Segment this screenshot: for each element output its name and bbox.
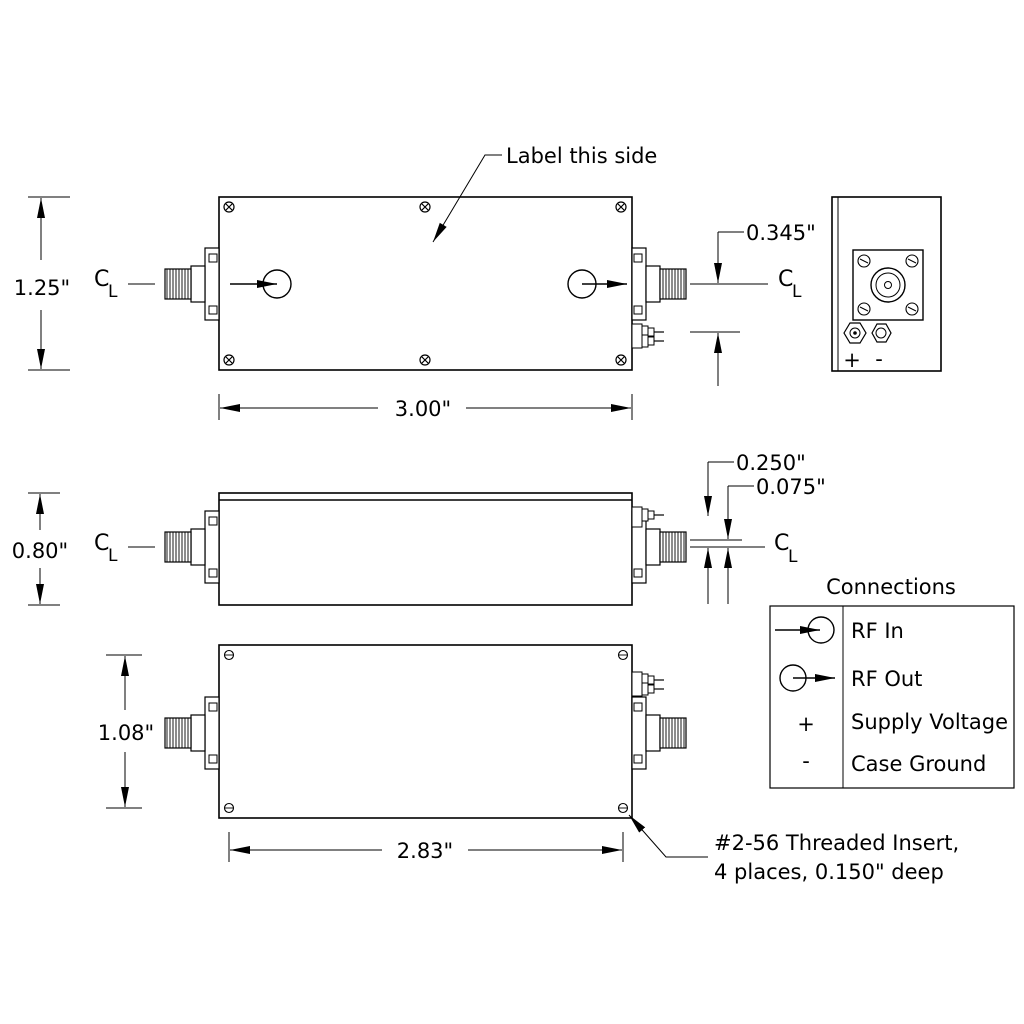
end-view-plus: + xyxy=(843,348,861,372)
dim-connector-offset: 0.345" xyxy=(746,221,816,245)
legend-row-label: Supply Voltage xyxy=(851,710,1008,734)
legend-rf-in-icon xyxy=(775,616,835,644)
centerline-l: L xyxy=(108,546,118,566)
sma-connector-icon xyxy=(631,696,687,770)
connections-title: Connections xyxy=(826,575,956,599)
label-this-side: Label this side xyxy=(506,144,657,168)
centerline-c: C xyxy=(94,267,109,292)
legend-row-label: RF Out xyxy=(851,667,922,691)
centerline-l: L xyxy=(108,282,118,302)
screw-icon xyxy=(419,354,431,366)
top-view: Label this side C L C L 1.25" 3.00" 0.34… xyxy=(14,144,816,421)
sma-connector-icon xyxy=(164,247,220,321)
centerline-l: L xyxy=(792,282,802,302)
threaded-insert-icon xyxy=(223,802,235,814)
centerline-c: C xyxy=(774,531,789,556)
top-view-body xyxy=(218,196,633,371)
screw-icon xyxy=(419,201,431,213)
supply-terminal-icon xyxy=(843,322,867,344)
legend-symbol-minus: - xyxy=(802,749,810,773)
sma-connector-icon xyxy=(631,247,687,321)
end-view: + - xyxy=(831,196,942,372)
rf-in-symbol-icon xyxy=(230,269,292,299)
threaded-insert-icon xyxy=(617,802,629,814)
dim-side-offset-b: 0.075" xyxy=(756,475,826,499)
sma-flange-icon xyxy=(852,249,924,321)
feedthrough-pin-icon xyxy=(631,506,665,528)
screw-icon xyxy=(223,354,235,366)
legend-row-label: Case Ground xyxy=(851,752,986,776)
dim-top-width: 3.00" xyxy=(395,397,451,421)
feedthrough-pin-icon xyxy=(631,671,665,697)
insert-note-line2: 4 places, 0.150" deep xyxy=(714,860,944,884)
side-view-body xyxy=(218,492,633,606)
legend-symbol-plus: + xyxy=(797,712,815,736)
connections-legend: Connections RF In RF Out + Supply Voltag… xyxy=(769,575,1015,789)
dim-bottom-width: 2.83" xyxy=(397,839,453,863)
end-view-minus: - xyxy=(875,347,883,371)
dim-side-offset-a: 0.250" xyxy=(736,451,806,475)
insert-note-line1: #2-56 Threaded Insert, xyxy=(714,831,959,855)
label-leader xyxy=(432,154,502,243)
centerline-l: L xyxy=(788,547,798,567)
feedthrough-pin-icon xyxy=(631,323,665,349)
dim-side-height: 0.80" xyxy=(12,539,68,563)
screw-icon xyxy=(615,354,627,366)
rf-out-symbol-icon xyxy=(567,269,627,299)
connections-table xyxy=(769,605,1015,789)
ground-terminal-icon xyxy=(871,323,892,343)
bottom-view: 1.08" 2.83" #2-56 Threaded Insert, 4 pla… xyxy=(98,644,959,884)
centerline-c: C xyxy=(778,267,793,292)
threaded-insert-icon xyxy=(617,649,629,661)
bottom-view-body xyxy=(218,644,633,819)
insert-leader xyxy=(628,814,708,858)
legend-row-label: RF In xyxy=(851,619,904,643)
dim-bottom-height: 1.08" xyxy=(98,721,154,745)
legend-rf-out-icon xyxy=(779,664,835,692)
side-view: C L C L 0.80" 0.250" 0.075" xyxy=(12,451,826,606)
threaded-insert-icon xyxy=(223,649,235,661)
screw-icon xyxy=(223,201,235,213)
screw-icon xyxy=(615,201,627,213)
centerline-c: C xyxy=(94,531,109,556)
sma-connector-icon xyxy=(164,510,220,584)
dim-top-height: 1.25" xyxy=(14,276,70,300)
sma-connector-icon xyxy=(164,696,220,770)
